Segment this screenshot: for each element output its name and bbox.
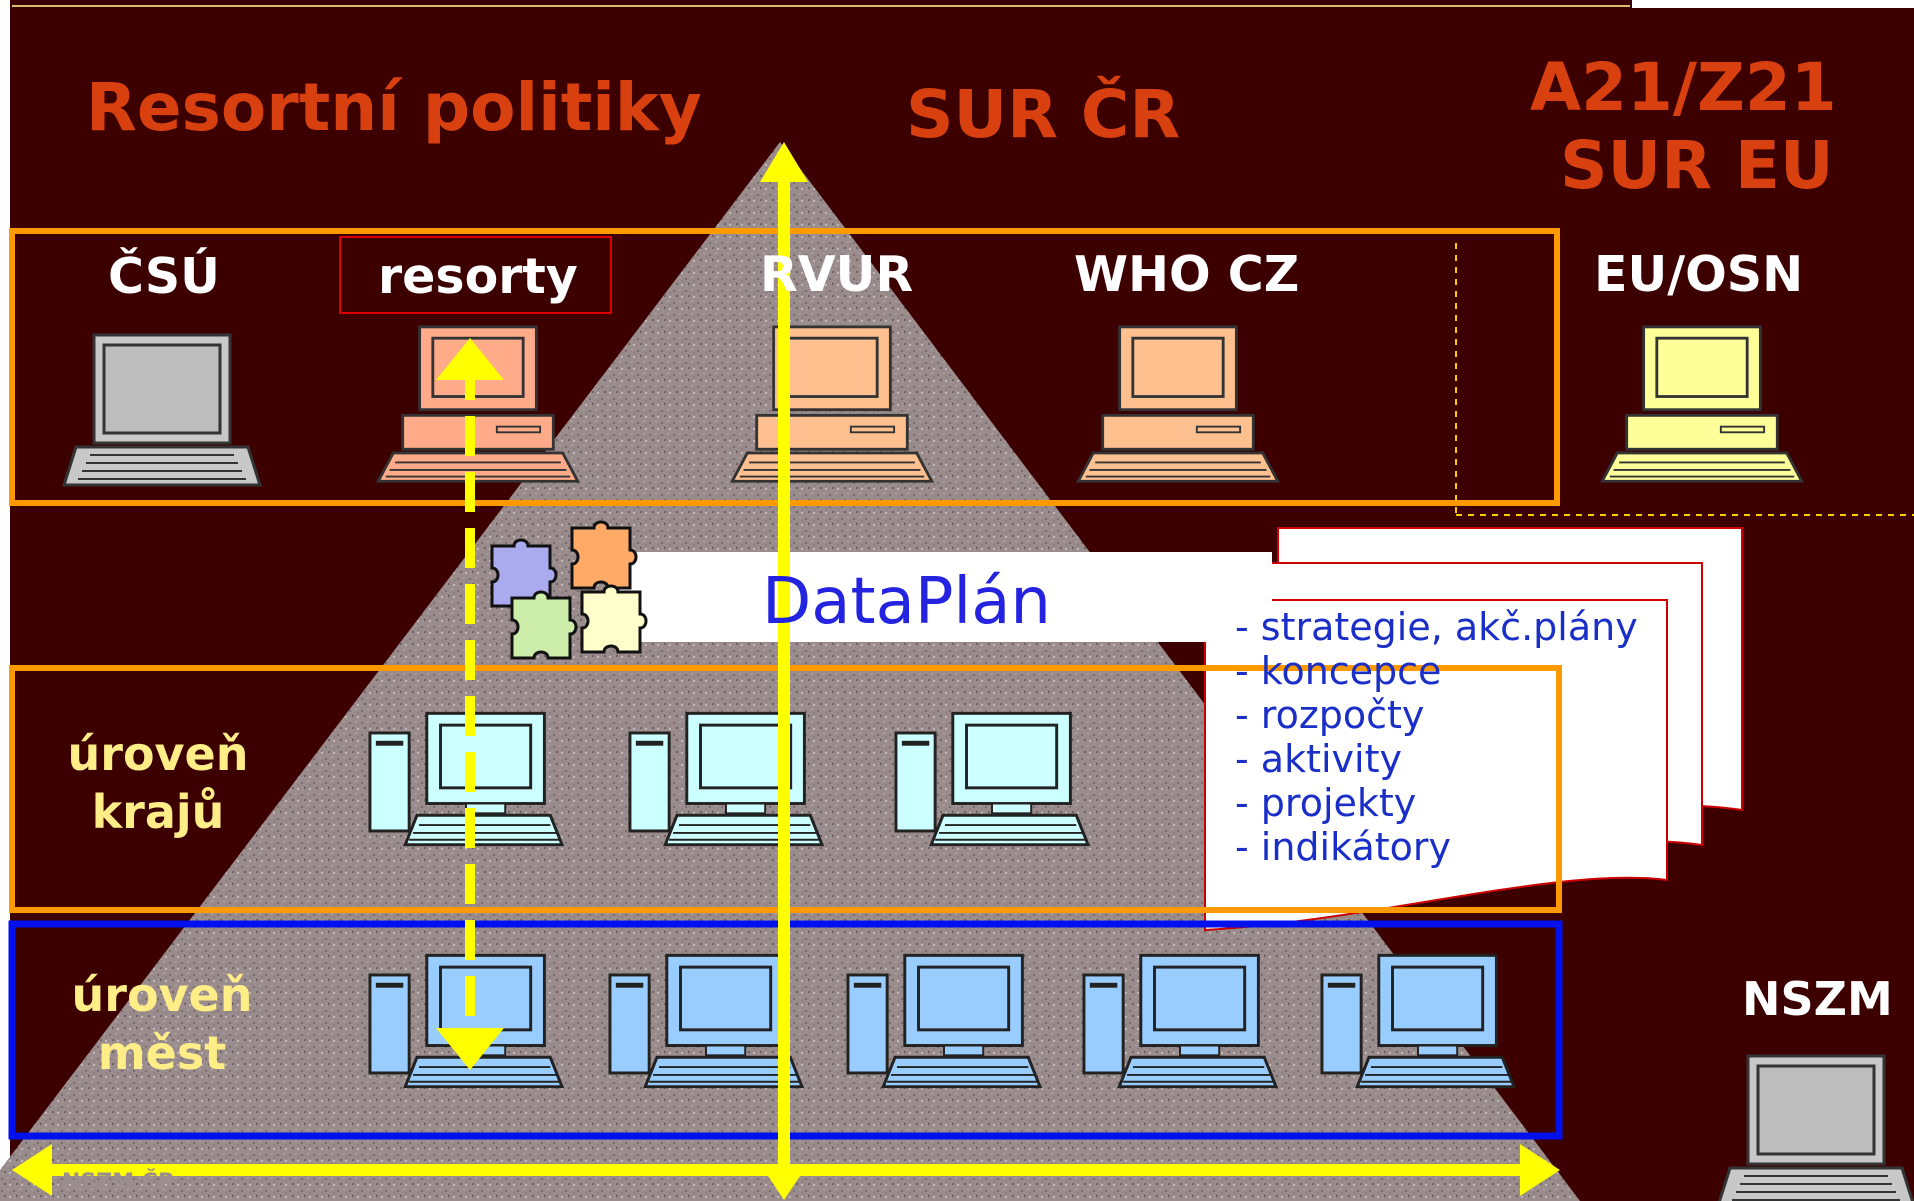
city-computer-icon — [1320, 953, 1516, 1089]
horizontal-axis-arrow — [12, 1144, 1560, 1196]
regions-level-label: úroveň krajů — [40, 725, 276, 841]
csu-laptop-icon — [62, 333, 262, 487]
sur-cr-title: SUR ČR — [906, 76, 1181, 153]
resortni-politiky-title: Resortní politiky — [86, 69, 702, 146]
resorty-label: resorty — [378, 248, 578, 305]
nszm-laptop-icon — [1716, 1054, 1914, 1201]
documents-list-item: - rozpočty — [1235, 693, 1425, 737]
sur-eu-title: SUR EU — [1560, 127, 1834, 204]
city-computer-icon — [1082, 953, 1278, 1089]
region-computer-icon — [894, 711, 1090, 847]
city-computer-icon — [368, 953, 564, 1089]
documents-list-item: - aktivity — [1235, 737, 1402, 781]
top-right-margin — [1632, 0, 1914, 8]
document-stack — [1204, 527, 1743, 932]
eu-osn-label: EU/OSN — [1594, 246, 1804, 303]
documents-list-item: - indikátory — [1235, 825, 1451, 869]
city-computer-icon — [846, 953, 1042, 1089]
left-margin — [0, 0, 10, 1201]
documents-list-item: - koncepce — [1235, 649, 1442, 693]
resorty-flow-arrow — [436, 338, 504, 1070]
rvur-label: RVUR — [760, 246, 914, 303]
region-computer-icon — [628, 711, 824, 847]
who-cz-label: WHO CZ — [1074, 246, 1300, 303]
nszm-label: NSZM — [1742, 972, 1893, 1026]
documents-list: - strategie, akč.plány - koncepce - rozp… — [1235, 605, 1638, 869]
city-computer-icon — [608, 953, 804, 1089]
documents-list-item: - strategie, akč.plány — [1235, 605, 1638, 649]
documents-list-item: - projekty — [1235, 781, 1417, 825]
regions-label-line2: krajů — [91, 785, 225, 839]
cities-label-line1: úroveň — [71, 968, 253, 1022]
dataplan-banner — [612, 552, 1272, 642]
csu-label: ČSÚ — [108, 248, 220, 305]
regions-label-line1: úroveň — [67, 727, 249, 781]
watermark: NSZM ČR — [62, 1170, 175, 1195]
resorty-frame — [339, 236, 612, 314]
cities-level-label: úroveň měst — [44, 966, 280, 1082]
dataplan-label: DataPlán — [762, 565, 1051, 639]
a21-z21-title: A21/Z21 — [1530, 49, 1837, 126]
cities-label-line2: měst — [97, 1026, 227, 1080]
